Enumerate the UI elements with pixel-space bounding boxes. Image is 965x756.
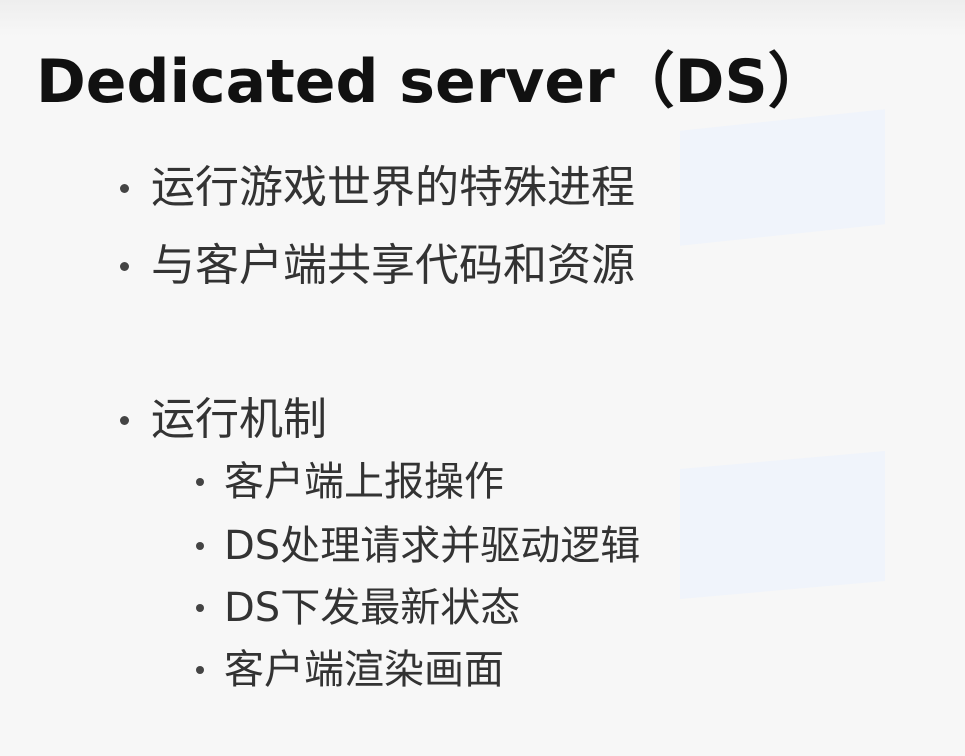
sub-bullet-client-render: 客户端渲染画面 — [196, 644, 504, 696]
sub-bullet-dot — [196, 542, 204, 550]
bullet-text: 与客户端共享代码和资源 — [151, 240, 635, 291]
sub-bullet-ds-process: DS处理请求并驱动逻辑 — [196, 520, 640, 572]
top-gradient-band — [0, 0, 965, 36]
bullet-dot — [120, 415, 129, 425]
bullet-text: 运行机制 — [151, 394, 327, 445]
sub-bullet-text: 客户端上报操作 — [224, 459, 504, 505]
sub-bullet-ds-state: DS下发最新状态 — [196, 582, 520, 634]
bullet-text: 运行游戏世界的特殊进程 — [151, 162, 635, 213]
sub-bullet-dot — [196, 478, 204, 486]
sub-bullet-client-report: 客户端上报操作 — [196, 456, 504, 508]
bullet-dot — [120, 183, 129, 193]
decorative-shape-lower — [680, 451, 885, 599]
slide-title: Dedicated server（DS） — [36, 47, 828, 117]
bullet-item-mechanism: 运行机制 — [120, 392, 327, 448]
sub-bullet-text: DS处理请求并驱动逻辑 — [224, 523, 641, 569]
sub-bullet-dot — [196, 666, 204, 674]
decorative-shape-upper — [680, 109, 885, 246]
bullet-item-special-process: 运行游戏世界的特殊进程 — [120, 160, 635, 216]
sub-bullet-text: DS下发最新状态 — [224, 585, 521, 631]
sub-bullet-text: 客户端渲染画面 — [224, 647, 504, 693]
bullet-item-shared-code: 与客户端共享代码和资源 — [120, 238, 635, 294]
bullet-dot — [120, 261, 129, 271]
sub-bullet-dot — [196, 604, 204, 612]
